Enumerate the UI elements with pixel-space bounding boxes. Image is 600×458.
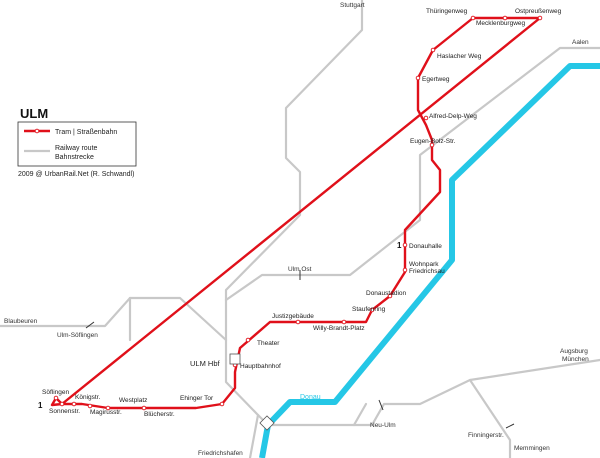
label-thueringenweg[interactable]: Thüringenweg	[426, 8, 468, 15]
label-ulm-soeflingen: Ulm-Söflingen	[57, 332, 98, 339]
station-magirusstr[interactable]	[87, 403, 93, 409]
station-haslacher-weg[interactable]	[430, 47, 436, 53]
tram-station-labels: Ostpreußenweg Mecklenburgweg Thüringenwe…	[42, 8, 562, 418]
label-bluecherstr[interactable]: Blücherstr.	[144, 411, 175, 418]
map-title: ULM	[20, 106, 48, 121]
line-number-north: 1	[397, 241, 402, 250]
rail-aalen	[224, 46, 600, 302]
rail-place-labels: Stuttgart Aalen Ulm Ost Blaubeuren Ulm-S…	[4, 2, 589, 457]
ulm-hbf-marker[interactable]	[229, 353, 241, 365]
legend-rail-label-2: Bahnstrecke	[55, 154, 94, 161]
label-stuttgart: Stuttgart	[340, 2, 365, 9]
label-blaubeuren: Blaubeuren	[4, 318, 38, 325]
station-donauhalle[interactable]	[402, 242, 408, 248]
label-augsburg: Augsburg	[560, 348, 588, 355]
line-number-south: 1	[38, 401, 43, 410]
legend-tram-station-icon	[34, 128, 40, 134]
label-finningerstr: Finningerstr.	[468, 432, 504, 439]
label-eugen-bolz-str[interactable]: Eugen-Bolz-Str.	[410, 138, 456, 145]
label-theater[interactable]: Theater	[257, 340, 280, 347]
neu-ulm-bridge-marker	[259, 415, 275, 431]
label-wohnpark[interactable]: Wohnpark	[409, 261, 439, 268]
label-neu-ulm: Neu-Ulm	[370, 422, 396, 429]
label-mecklenburgweg[interactable]: Mecklenburgweg	[476, 20, 526, 27]
label-haslacher-weg[interactable]: Haslacher Weg	[437, 53, 482, 60]
rail-blaubeuren	[0, 296, 228, 342]
rail-tick-neu-ulm	[378, 399, 384, 411]
station-eugen-bolz-str[interactable]	[429, 142, 435, 148]
label-aalen: Aalen	[572, 39, 589, 46]
station-westplatz[interactable]	[105, 405, 111, 411]
label-westplatz[interactable]: Westplatz	[119, 397, 147, 404]
station-staufenring[interactable]	[369, 307, 375, 313]
label-ulm-ost: Ulm Ost	[288, 266, 312, 273]
label-soeflingen[interactable]: Söflingen	[42, 389, 69, 396]
rail-tick-ulm-soeflingen	[85, 321, 95, 329]
rail-stuttgart	[224, 0, 364, 362]
label-muenchen: München	[562, 356, 589, 363]
river-label: Donau	[300, 394, 321, 401]
rail-neu-ulm-spur	[352, 402, 368, 427]
station-bluecherstr[interactable]	[141, 405, 147, 411]
label-friedrichshafen: Friedrichshafen	[198, 450, 243, 457]
station-sonnenstr[interactable]	[59, 401, 65, 407]
label-memmingen: Memmingen	[514, 445, 550, 452]
station-egertweg[interactable]	[415, 75, 421, 81]
station-alfred-delp-weg[interactable]	[423, 115, 429, 121]
station-mecklenburgweg[interactable]	[502, 15, 508, 21]
label-sonnenstr[interactable]: Sonnenstr.	[49, 408, 80, 415]
tram-line-1	[50, 16, 542, 410]
label-willy-brandt-platz[interactable]: Willy-Brandt-Platz	[313, 325, 365, 332]
label-justizgebaeude[interactable]: Justizgebäude	[272, 313, 314, 320]
label-ehinger-tor[interactable]: Ehinger Tor	[180, 395, 214, 402]
station-soeflingen[interactable]	[53, 395, 59, 401]
station-justizgebaeude[interactable]	[295, 319, 301, 325]
label-egertweg[interactable]: Egertweg	[422, 76, 450, 83]
label-donaustadion[interactable]: Donaustadion	[366, 290, 406, 297]
label-donauhalle[interactable]: Donauhalle	[409, 243, 442, 250]
rail-stop-ticks	[85, 270, 515, 429]
rail-tick-finningerstr	[505, 423, 515, 429]
station-friedrichsau[interactable]	[402, 267, 408, 273]
label-magirusstr[interactable]: Magirusstr.	[90, 409, 122, 416]
rail-memmingen	[468, 378, 512, 458]
station-ostpreussenweg[interactable]	[537, 15, 543, 21]
station-willy-brandt-platz[interactable]	[341, 319, 347, 325]
rail-main-south	[224, 358, 600, 427]
label-koenigstr[interactable]: Königstr.	[75, 394, 100, 401]
rail-friedrichshafen	[248, 413, 260, 458]
ulm-hbf-label: ULM Hbf	[190, 359, 221, 368]
label-alfred-delp-weg[interactable]: Alfred-Delp-Weg	[429, 113, 477, 120]
station-donaustadion[interactable]	[387, 293, 393, 299]
station-thueringenweg[interactable]	[470, 15, 476, 21]
legend-tram-label: Tram | Straßenbahn	[55, 129, 117, 136]
station-ehinger-tor[interactable]	[219, 401, 225, 407]
station-theater[interactable]	[245, 337, 251, 343]
map-credit: 2009 @ UrbanRail.Net (R. Schwandl)	[18, 171, 134, 178]
label-ostpreussenweg[interactable]: Ostpreußenweg	[515, 8, 562, 15]
legend-rail-label-1: Railway route	[55, 145, 98, 152]
station-koenigstr[interactable]	[71, 401, 77, 407]
label-hauptbahnhof[interactable]: Hauptbahnhof	[240, 363, 281, 370]
label-staufenring[interactable]: Staufenring	[352, 306, 386, 313]
label-friedrichsau[interactable]: Friedrichsau	[409, 268, 445, 275]
